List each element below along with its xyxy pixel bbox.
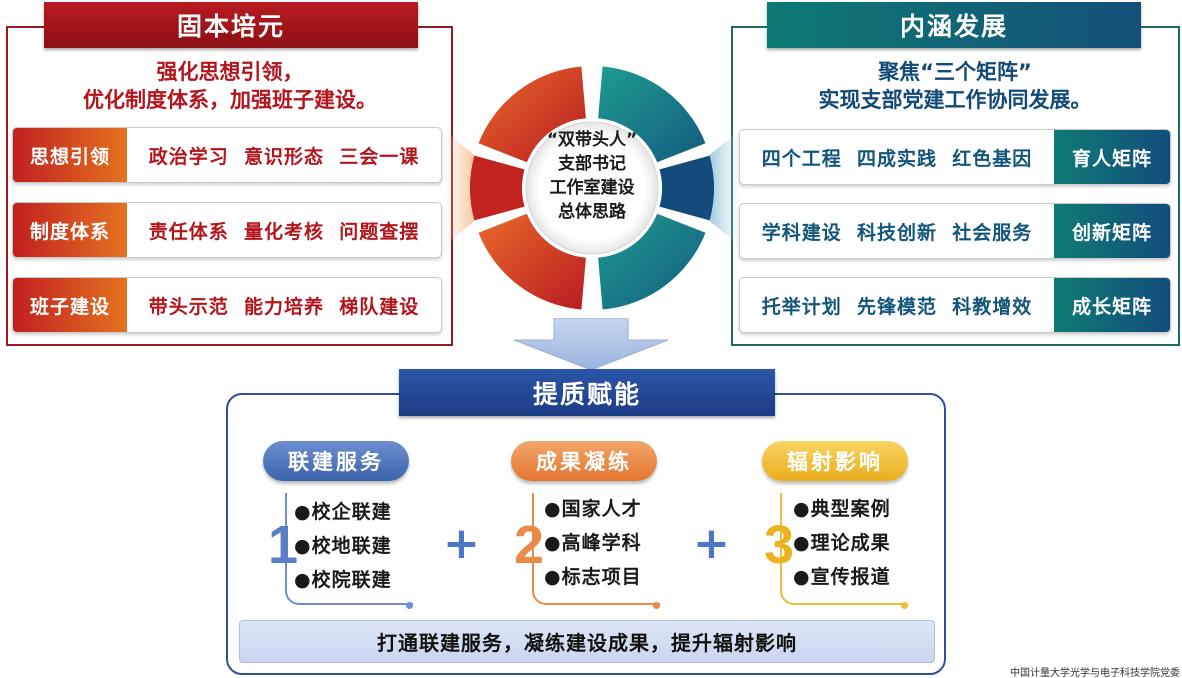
bottom-panel-title: 提质赋能	[399, 369, 775, 416]
list-item: ●理论成果	[793, 532, 891, 554]
left-panel-title: 固本培元	[44, 2, 418, 48]
bullet-icon: ●	[793, 566, 811, 588]
left-row-2: 制度体系 责任体系 量化考核 问题查摆	[12, 202, 442, 258]
left-row-tag: 思想引领	[13, 128, 127, 182]
right-row-tag: 成长矩阵	[1054, 278, 1170, 332]
bullet-icon: ●	[544, 498, 562, 520]
right-row-1: 四个工程 四成实践 红色基因 育人矩阵	[739, 129, 1171, 185]
left-subtitle-line1: 强化思想引领，	[156, 60, 304, 84]
left-row-tag: 班子建设	[13, 278, 127, 332]
right-panel-title: 内涵发展	[767, 2, 1141, 48]
group-1-bracket	[285, 493, 413, 605]
left-panel-subtitle: 强化思想引领， 优化制度体系，加强班子建设。	[20, 58, 440, 114]
wheel-segment-left	[470, 155, 525, 221]
group-3-label: 辐射影响	[762, 441, 908, 481]
bullet-icon: ●	[294, 535, 312, 557]
right-row-tag: 育人矩阵	[1054, 130, 1170, 184]
list-item: ●国家人才	[544, 498, 642, 520]
center-line3: 工作室建设	[549, 178, 635, 198]
group-1-list: ●校企联建 ●校地联建 ●校院联建	[294, 495, 392, 597]
center-title: “双带头人” 支部书记 工作室建设 总体思路	[518, 128, 666, 224]
group-3-bracket	[780, 493, 908, 605]
plus-icon: +	[443, 518, 480, 569]
bullet-icon: ●	[294, 501, 312, 523]
right-subtitle-line1: 聚焦“三个矩阵”	[878, 60, 1032, 84]
group-2-bracket-dot	[653, 602, 660, 609]
group-1-bracket-dot	[406, 602, 413, 609]
bullet-icon: ●	[544, 566, 562, 588]
wheel-segment-top-left	[478, 66, 586, 163]
group-3-number: 3	[764, 515, 795, 575]
list-item: ●校院联建	[294, 569, 392, 591]
down-arrow-icon	[514, 318, 668, 370]
group-1-label: 联建服务	[263, 441, 409, 481]
left-row-text: 责任体系 量化考核 问题查摆	[148, 220, 420, 243]
group-1-number: 1	[268, 515, 299, 575]
center-line4: 总体思路	[558, 202, 626, 222]
group-3-bracket-dot	[901, 602, 908, 609]
right-glow	[706, 130, 740, 246]
wheel-segment-top-right	[598, 66, 706, 163]
list-item: ●标志项目	[544, 566, 642, 588]
center-line1: “双带头人”	[546, 130, 638, 150]
left-row-text: 带头示范 能力培养 梯队建设	[148, 295, 420, 318]
group-2-bracket	[532, 493, 660, 605]
summary-bar: 打通联建服务，凝练建设成果，提升辐射影响	[239, 620, 935, 663]
bullet-icon: ●	[793, 532, 811, 554]
list-item: ●校企联建	[294, 501, 392, 523]
right-row-text: 学科建设 科技创新 社会服务	[761, 221, 1033, 244]
list-item: ●典型案例	[793, 498, 891, 520]
group-3-list: ●典型案例 ●理论成果 ●宣传报道	[793, 492, 891, 594]
left-row-tag: 制度体系	[13, 203, 127, 257]
left-row-3: 班子建设 带头示范 能力培养 梯队建设	[12, 277, 442, 333]
right-row-text: 四个工程 四成实践 红色基因	[761, 147, 1033, 170]
wheel-hub	[525, 121, 659, 255]
group-2-number: 2	[514, 515, 545, 575]
wheel-segment-bottom-left	[478, 213, 586, 310]
bullet-icon: ●	[294, 569, 312, 591]
left-glow	[444, 130, 478, 246]
group-2-list: ●国家人才 ●高峰学科 ●标志项目	[544, 492, 642, 594]
list-item: ●校地联建	[294, 535, 392, 557]
right-row-3: 托举计划 先锋模范 科教增效 成长矩阵	[739, 277, 1171, 333]
left-row-text: 政治学习 意识形态 三会一课	[148, 145, 420, 168]
left-subtitle-line2: 优化制度体系，加强班子建设。	[83, 88, 377, 112]
bullet-icon: ●	[544, 532, 562, 554]
left-row-1: 思想引领 政治学习 意识形态 三会一课	[12, 127, 442, 183]
watermark-text: 中国计量大学光学与电子科技学院党委	[1010, 668, 1180, 678]
wheel-segment-right	[659, 155, 714, 221]
right-subtitle-line2: 实现支部党建工作协同发展。	[818, 88, 1092, 112]
right-row-tag: 创新矩阵	[1054, 204, 1170, 258]
wheel-segment-bottom-right	[598, 213, 706, 310]
list-item: ●高峰学科	[544, 532, 642, 554]
bullet-icon: ●	[793, 498, 811, 520]
center-line2: 支部书记	[558, 154, 626, 174]
right-row-2: 学科建设 科技创新 社会服务 创新矩阵	[739, 203, 1171, 259]
group-2-label: 成果凝练	[511, 441, 657, 481]
plus-icon: +	[693, 518, 730, 569]
list-item: ●宣传报道	[793, 566, 891, 588]
center-wheel-diagram	[444, 66, 740, 310]
right-row-text: 托举计划 先锋模范 科教增效	[761, 295, 1033, 318]
right-panel-subtitle: 聚焦“三个矩阵” 实现支部党建工作协同发展。	[745, 58, 1165, 114]
